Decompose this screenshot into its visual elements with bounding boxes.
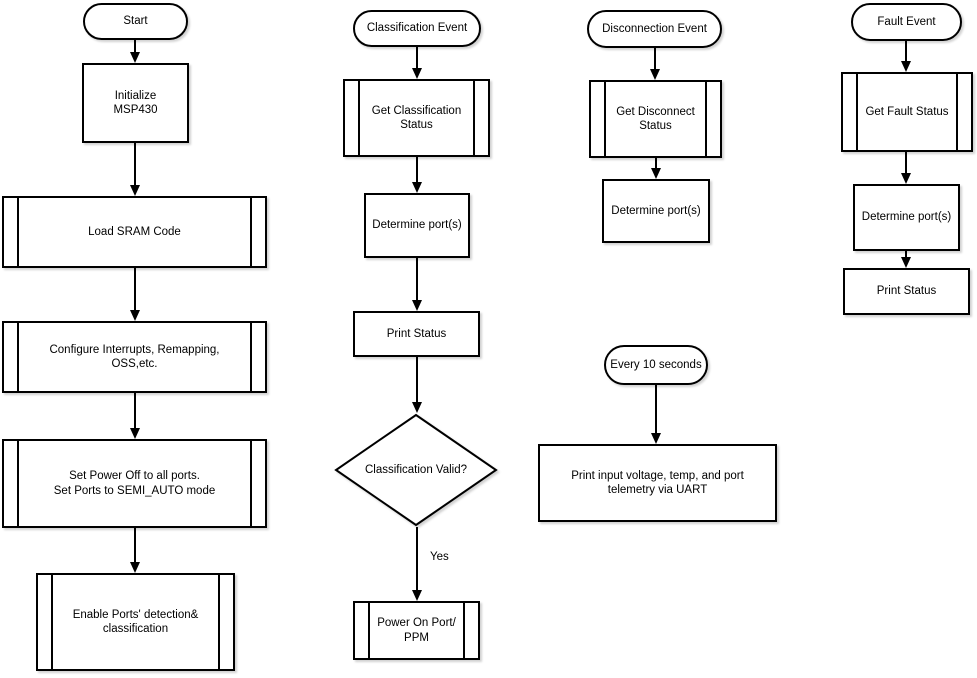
node-determine-ports-fault-label: Determine port(s) [861, 211, 952, 224]
arrow-get-disconnect-to-determine-ports [650, 158, 662, 179]
node-print-status-classification: Print Status [353, 311, 480, 357]
node-configure-interrupts: Configure Interrupts, Remapping, OSS,etc… [2, 321, 267, 393]
node-get-classification-status: Get Classification Status [343, 79, 490, 157]
node-classification-event-label: Classification Event [366, 22, 468, 35]
node-power-on-port-label: Power On Port/ PPM [377, 617, 456, 644]
node-print-status-fault-label: Print Status [876, 285, 937, 298]
node-get-fault-status-label: Get Fault Status [865, 105, 949, 118]
arrow-load-sram-to-configure [129, 268, 141, 321]
node-fault-event-terminator: Fault Event [851, 3, 962, 41]
node-determine-ports-classification: Determine port(s) [364, 193, 470, 258]
node-every-10-seconds-label: Every 10 seconds [610, 358, 702, 371]
node-classification-valid-label: Classification Valid? [364, 463, 468, 476]
arrow-every-10s-to-print-telemetry [650, 385, 662, 444]
node-power-on-port: Power On Port/ PPM [353, 601, 480, 660]
node-determine-ports-disconnect: Determine port(s) [602, 179, 710, 243]
node-enable-ports-detection: Enable Ports' detection& classification [36, 573, 235, 671]
node-disconnection-event-label: Disconnection Event [602, 22, 707, 35]
node-get-fault-status: Get Fault Status [841, 72, 973, 152]
node-print-status-classification-label: Print Status [386, 327, 447, 340]
arrow-configure-to-set-power [129, 393, 141, 439]
node-start-label: Start [123, 15, 148, 28]
node-print-telemetry-label: Print input voltage, temp, and port tele… [571, 469, 744, 496]
arrow-disconnection-event-to-get-status [649, 48, 661, 80]
arrow-start-to-init [129, 40, 141, 63]
node-determine-ports-fault: Determine port(s) [853, 184, 960, 251]
node-print-telemetry: Print input voltage, temp, and port tele… [538, 444, 777, 522]
node-set-power-off-label: Set Power Off to all ports. Set Ports to… [53, 470, 216, 497]
arrow-init-to-load-sram [129, 143, 141, 196]
node-enable-ports-detection-label: Enable Ports' detection& classification [72, 608, 199, 635]
arrow-set-power-to-enable-ports [129, 528, 141, 573]
node-get-disconnect-status: Get Disconnect Status [589, 80, 722, 158]
node-initialize-msp430-label: Initialize MSP430 [113, 89, 158, 116]
node-classification-valid-decision: Classification Valid? [334, 413, 498, 527]
edge-label-yes: Yes [428, 551, 451, 563]
arrow-classification-event-to-get-status [411, 47, 423, 79]
node-set-power-off: Set Power Off to all ports. Set Ports to… [2, 439, 267, 528]
arrow-decision-to-power-on [411, 527, 423, 601]
arrow-fault-event-to-get-status [900, 41, 912, 72]
node-get-disconnect-status-label: Get Disconnect Status [616, 105, 695, 132]
node-initialize-msp430: Initialize MSP430 [82, 63, 189, 143]
decision-diamond-shape [334, 413, 498, 527]
node-load-sram-code-label: Load SRAM Code [88, 225, 181, 238]
node-start-terminator: Start [83, 3, 188, 40]
arrow-print-status-to-decision [411, 357, 423, 413]
node-get-classification-status-label: Get Classification Status [371, 104, 462, 131]
node-configure-interrupts-label: Configure Interrupts, Remapping, OSS,etc… [49, 343, 220, 370]
node-fault-event-label: Fault Event [877, 15, 936, 28]
node-disconnection-event-terminator: Disconnection Event [587, 10, 722, 48]
node-load-sram-code: Load SRAM Code [2, 196, 267, 268]
node-print-status-fault: Print Status [843, 268, 970, 315]
arrow-determine-ports-to-print-status-fault [900, 251, 912, 268]
arrow-get-classification-to-determine-ports [411, 157, 423, 193]
node-classification-event-terminator: Classification Event [353, 10, 481, 47]
node-determine-ports-disconnect-label: Determine port(s) [611, 204, 701, 217]
node-determine-ports-classification-label: Determine port(s) [372, 219, 462, 232]
arrow-get-fault-to-determine-ports [900, 152, 912, 184]
node-every-10-seconds-terminator: Every 10 seconds [604, 345, 708, 385]
arrow-determine-ports-to-print-status [411, 258, 423, 311]
